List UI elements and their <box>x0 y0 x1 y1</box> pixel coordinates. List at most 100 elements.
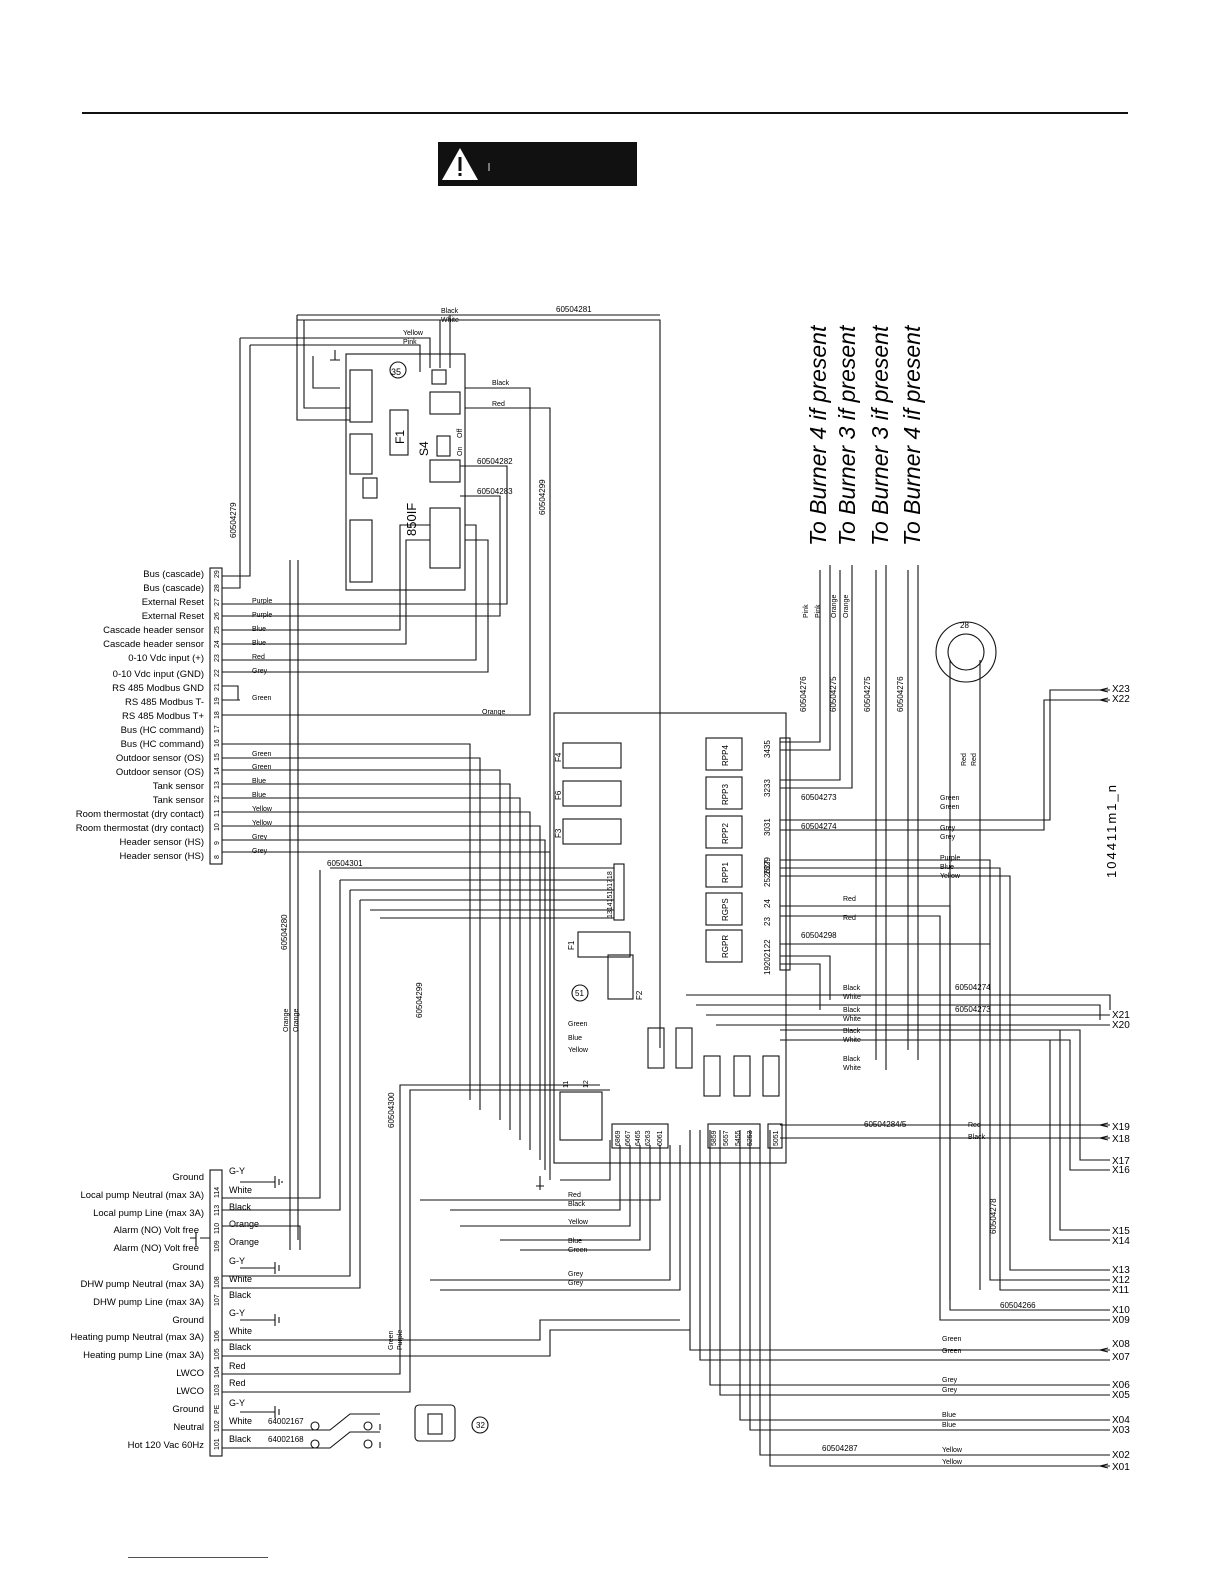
pwr-num-109: 109 <box>214 1240 221 1252</box>
relay-rpp1: RPP1 <box>721 862 730 883</box>
term-num-26: 26 <box>214 612 221 620</box>
bw-green-3: Green <box>388 1330 395 1350</box>
pwr-wire-101: Black <box>229 1434 252 1444</box>
output-x10: X10 <box>1112 1305 1130 1316</box>
pwr-num-114: 114 <box>214 1187 221 1198</box>
rw-red-28b: Red <box>971 753 978 766</box>
rw-red-28a: Red <box>961 753 968 766</box>
burner-label-1: To Burner 4 if present <box>805 324 831 546</box>
cable-60504287: 60504287 <box>822 1444 858 1453</box>
bw-blue: Blue <box>568 1035 582 1042</box>
term-num-17: 17 <box>214 725 221 733</box>
pwr-label-110: Alarm (NO) Volt free <box>113 1225 199 1236</box>
connector-5253: 5253 <box>747 1130 754 1146</box>
rw-white-1: White <box>843 994 861 1001</box>
pwr-label-114: Local pump Neutral (max 3A) <box>80 1190 204 1201</box>
connector-5859: 5859 <box>711 1130 718 1146</box>
term-wire-9: Grey <box>252 834 268 841</box>
output-x09: X09 <box>1112 1315 1130 1326</box>
relay-pins-3435: 3435 <box>763 740 772 758</box>
pwr-num-113: 113 <box>214 1205 221 1216</box>
pwr-label-101: Hot 120 Vac 60Hz <box>128 1440 205 1451</box>
relay-rpp2: RPP2 <box>721 823 730 844</box>
term-num-24: 24 <box>214 640 221 648</box>
fuse-f4: F4 <box>554 752 563 762</box>
output-x07: X07 <box>1112 1352 1130 1363</box>
term-wire-26: Purple <box>252 612 272 619</box>
term-wire-15: Green <box>252 751 272 758</box>
ref-51: 51 <box>575 989 584 998</box>
output-x22: X22 <box>1112 694 1130 705</box>
cable-60504274-a: 60504274 <box>801 822 837 831</box>
term-wire-22: Grey <box>252 668 268 675</box>
fuse-f3: F3 <box>554 828 563 838</box>
relay-rpp4: RPP4 <box>721 745 730 766</box>
cable-60504275-b: 60504275 <box>863 676 872 712</box>
output-x17: X17 <box>1112 1156 1130 1167</box>
term-wire-11: Yellow <box>252 806 273 813</box>
rw-x-green-2: Green <box>942 1348 962 1355</box>
cable-60504282: 60504282 <box>477 457 513 466</box>
ref-32: 32 <box>476 1421 485 1430</box>
term-label-17: Bus (HC command) <box>121 725 204 736</box>
rw-pink-1: Pink <box>803 604 810 618</box>
connector-12: 12 <box>583 1080 590 1088</box>
pwr-label-106: Heating pump Neutral (max 3A) <box>70 1332 204 1343</box>
bw-yellow: Yellow <box>568 1047 589 1054</box>
ref-28: 28 <box>960 621 969 630</box>
pwr-label-pe: Ground <box>172 1404 204 1415</box>
burner-label-3: To Burner 3 if present <box>867 324 893 546</box>
connector-6465: 6465 <box>635 1130 642 1146</box>
cable-60504274-b: 60504274 <box>955 983 991 992</box>
bw-orange-2: Orange <box>293 1009 300 1032</box>
pwr-wire-107: Black <box>229 1290 252 1300</box>
connector-5051: 5051 <box>773 1130 780 1146</box>
cable-60504281: 60504281 <box>556 305 592 314</box>
term-wire-12: Blue <box>252 792 266 799</box>
cable-60504273-b: 60504273 <box>955 1005 991 1014</box>
wire-pink-top: Pink <box>403 339 417 346</box>
term-num-13: 13 <box>214 781 221 789</box>
cable-60504300: 60504300 <box>387 1092 396 1128</box>
pwr-num-pe: PE <box>214 1404 221 1414</box>
term-num-9: 9 <box>214 841 221 845</box>
relay-rgpr: RGPR <box>721 935 730 958</box>
pwr-wire-ground-1: G-Y <box>229 1166 245 1176</box>
bw-grey: Grey <box>568 1271 584 1278</box>
cable-60504299-top: 60504299 <box>538 479 547 515</box>
cable-60504301: 60504301 <box>327 859 363 868</box>
fuse-f1: F1 <box>567 940 576 950</box>
wire-black-top: Black <box>441 308 459 315</box>
switch-on: On <box>457 447 464 456</box>
rw-white-3: White <box>843 1037 861 1044</box>
term-num-18: 18 <box>214 711 221 719</box>
rw-white-4: White <box>843 1065 861 1072</box>
term-label-13: Tank sensor <box>153 781 204 792</box>
pwr-wire-114: White <box>229 1185 252 1195</box>
rw-orange-1: Orange <box>831 595 838 618</box>
pwr-wire-102: White <box>229 1416 252 1426</box>
pwr-label-ground-1: Ground <box>172 1172 204 1183</box>
pwr-label-104: LWCO <box>176 1368 204 1379</box>
rw-blue: Blue <box>940 864 954 871</box>
term-num-28: 28 <box>214 584 221 592</box>
term-wire-8: Grey <box>252 848 268 855</box>
pwr-label-105: Heating pump Line (max 3A) <box>83 1350 204 1361</box>
pwr-wire-105: Black <box>229 1342 252 1352</box>
term-label-24: Cascade header sensor <box>103 639 204 650</box>
bw-black: Black <box>568 1201 586 1208</box>
pwr-num-103: 103 <box>214 1384 221 1396</box>
term-wire-14: Green <box>252 764 272 771</box>
cable-64002167: 64002167 <box>268 1417 304 1426</box>
term-label-14: Outdoor sensor (OS) <box>116 767 204 778</box>
relay-pins-2829: 2829 <box>763 857 772 875</box>
pwr-label-109: Alarm (NO) Volt free <box>113 1243 199 1254</box>
output-x19: X19 <box>1112 1122 1130 1133</box>
relay-rpp3: RPP3 <box>721 784 730 805</box>
connector-11: 11 <box>563 1081 570 1088</box>
term-num-29: 29 <box>214 570 221 578</box>
connector-5657: 5657 <box>723 1130 730 1146</box>
output-x14: X14 <box>1112 1236 1130 1247</box>
pwr-wire-104: Red <box>229 1361 246 1371</box>
